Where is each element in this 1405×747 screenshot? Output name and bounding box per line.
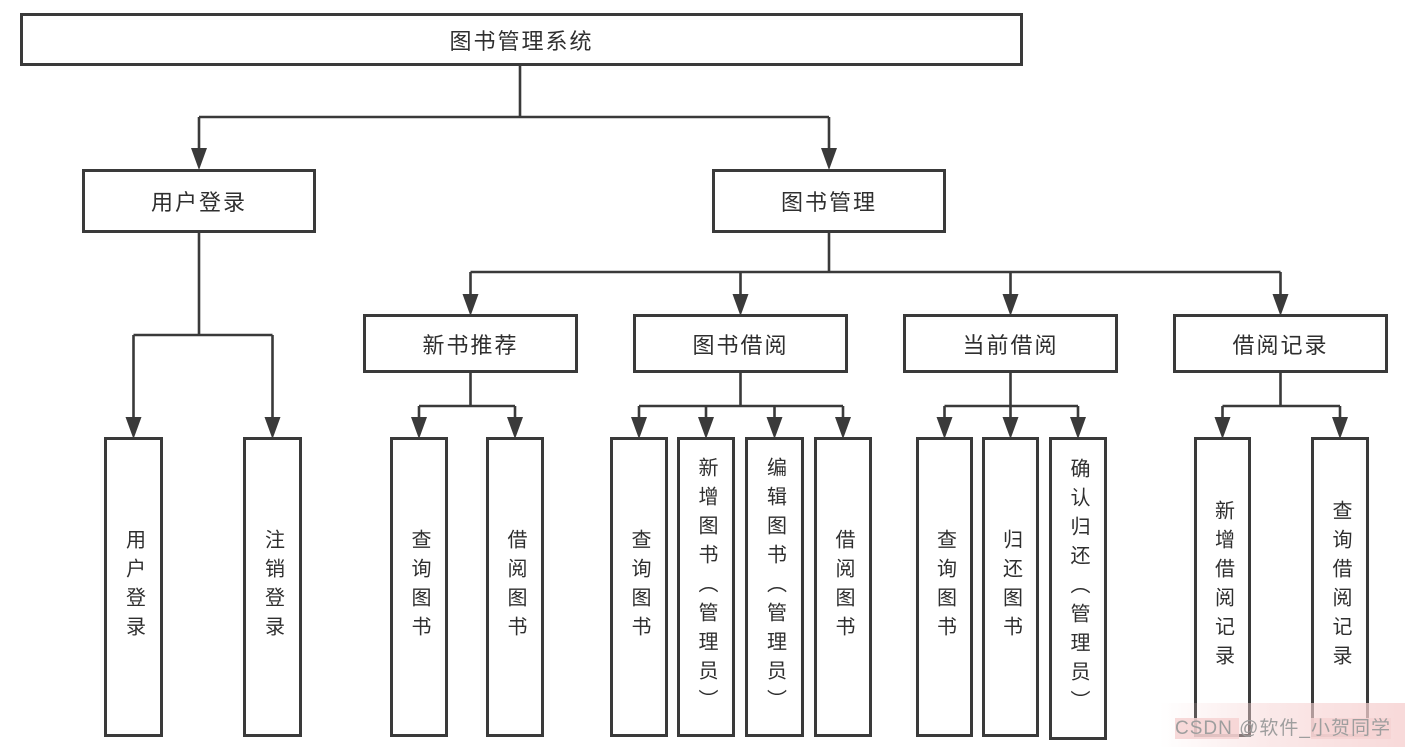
- leaf-return-book: 归还图书: [982, 437, 1039, 737]
- leaf-confirm-return-admin: 确认归还（管理员）: [1049, 437, 1107, 740]
- leaf-edit-book-admin: 编辑图书（管理员）: [745, 437, 804, 737]
- node-user-login: 用户登录: [82, 169, 316, 233]
- node-book-management: 图书管理: [712, 169, 946, 233]
- node-root: 图书管理系统: [20, 13, 1023, 66]
- watermark-author: 小贺同学: [1310, 718, 1391, 739]
- leaf-logout: 注销登录: [243, 437, 302, 737]
- leaf-query-borrow-record: 查询借阅记录: [1311, 437, 1369, 737]
- leaf-add-book-admin: 新增图书（管理员）: [677, 437, 735, 737]
- node-borrow-records: 借阅记录: [1173, 314, 1388, 373]
- watermark: CSDN @软件_小贺同学: [1175, 713, 1391, 740]
- node-book-borrow: 图书借阅: [633, 314, 848, 373]
- node-current-borrow: 当前借阅: [903, 314, 1118, 373]
- leaf-user-login: 用户登录: [104, 437, 163, 737]
- watermark-handle: @软件_: [1239, 718, 1311, 739]
- leaf-query-books-current: 查询图书: [916, 437, 973, 737]
- watermark-brand: CSDN: [1175, 718, 1240, 739]
- leaf-query-books-borrow: 查询图书: [610, 437, 668, 737]
- leaf-borrow-books-recommend: 借阅图书: [486, 437, 544, 737]
- node-new-book-recommend: 新书推荐: [363, 314, 578, 373]
- leaf-query-books-recommend: 查询图书: [390, 437, 448, 737]
- leaf-add-borrow-record: 新增借阅记录: [1194, 437, 1251, 737]
- leaf-borrow-books: 借阅图书: [814, 437, 872, 737]
